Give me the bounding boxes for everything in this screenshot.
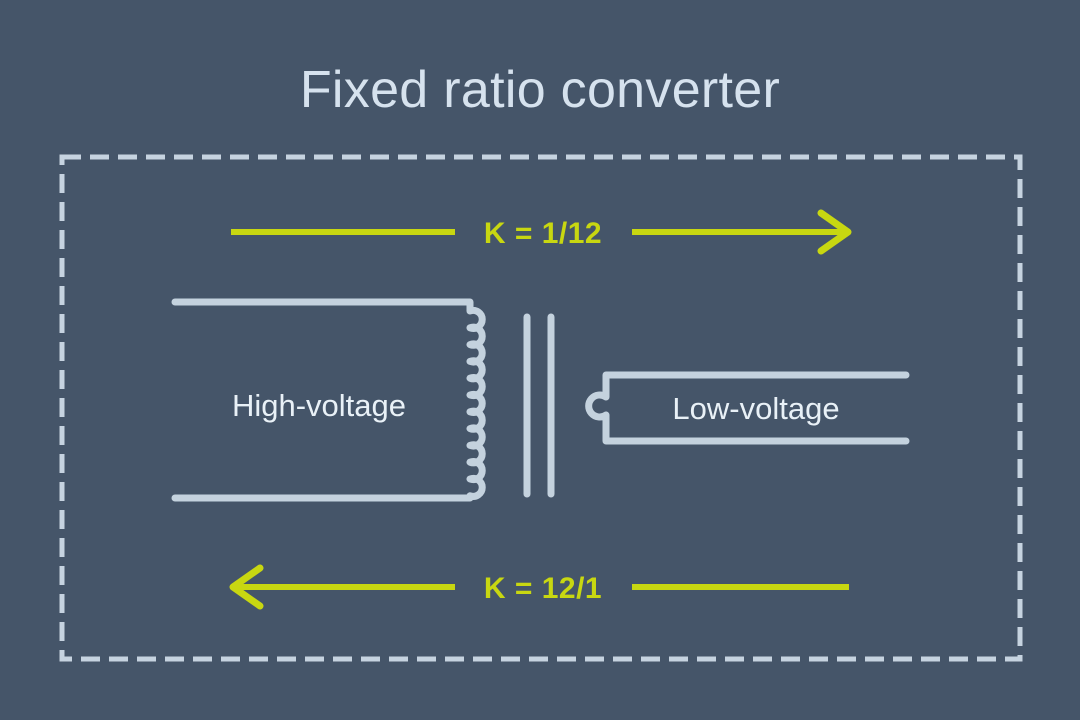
diagram-title: Fixed ratio converter: [300, 61, 780, 119]
low-voltage-winding: Low-voltage: [585, 371, 910, 445]
forward-ratio-arrow: K = 1/12: [231, 209, 852, 255]
low-voltage-coil-path: [585, 371, 910, 445]
converter-boundary: [59, 154, 1023, 662]
reverse-arrowhead-icon: [229, 564, 264, 610]
reverse-ratio-arrow: K = 12/1: [229, 564, 849, 610]
low-voltage-label: Low-voltage: [672, 391, 839, 426]
high-voltage-coil-path: [171, 298, 486, 502]
reverse-ratio-label: K = 12/1: [484, 572, 602, 605]
forward-arrowhead-icon: [817, 209, 852, 255]
high-voltage-label: High-voltage: [232, 388, 406, 423]
transformer-core: [523, 313, 555, 498]
high-voltage-winding: High-voltage: [171, 298, 486, 502]
forward-ratio-label: K = 1/12: [484, 217, 602, 250]
